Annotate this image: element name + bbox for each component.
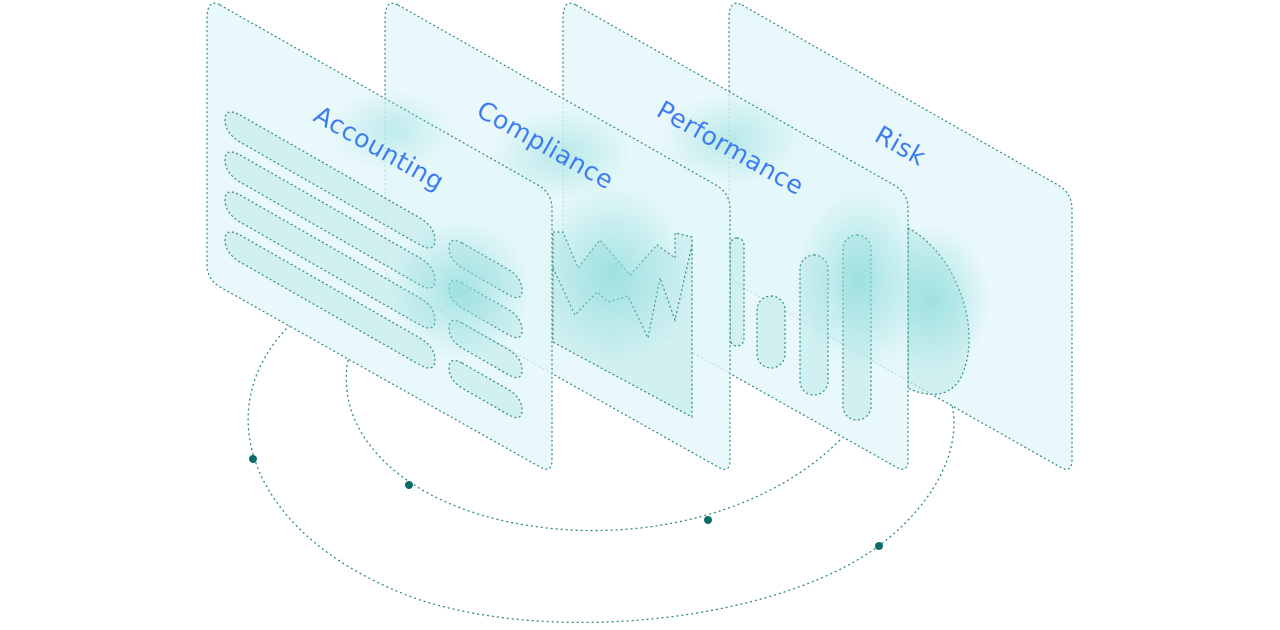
orbit-node-1 xyxy=(249,455,257,463)
accounting-glow xyxy=(390,220,530,360)
inner-orbit xyxy=(345,359,841,532)
panel-performance: Performance xyxy=(562,2,925,470)
orbit-rings xyxy=(247,324,955,624)
orbit-node-2 xyxy=(405,481,413,489)
performance-bar-hidden xyxy=(729,237,745,347)
panel-accounting: Accounting xyxy=(206,2,553,470)
orbit-nodes xyxy=(249,455,883,550)
orbit-node-4 xyxy=(875,542,883,550)
orbit-node-3 xyxy=(704,516,712,524)
performance-top-glow xyxy=(660,95,800,185)
performance-glow xyxy=(795,190,925,370)
accounting-top-glow xyxy=(330,90,450,170)
compliance-glow xyxy=(534,185,690,365)
accounting-small-line-4 xyxy=(448,359,523,419)
compliance-top-glow xyxy=(490,110,630,200)
performance-bar-small xyxy=(756,295,786,369)
outer-orbit xyxy=(247,324,955,624)
